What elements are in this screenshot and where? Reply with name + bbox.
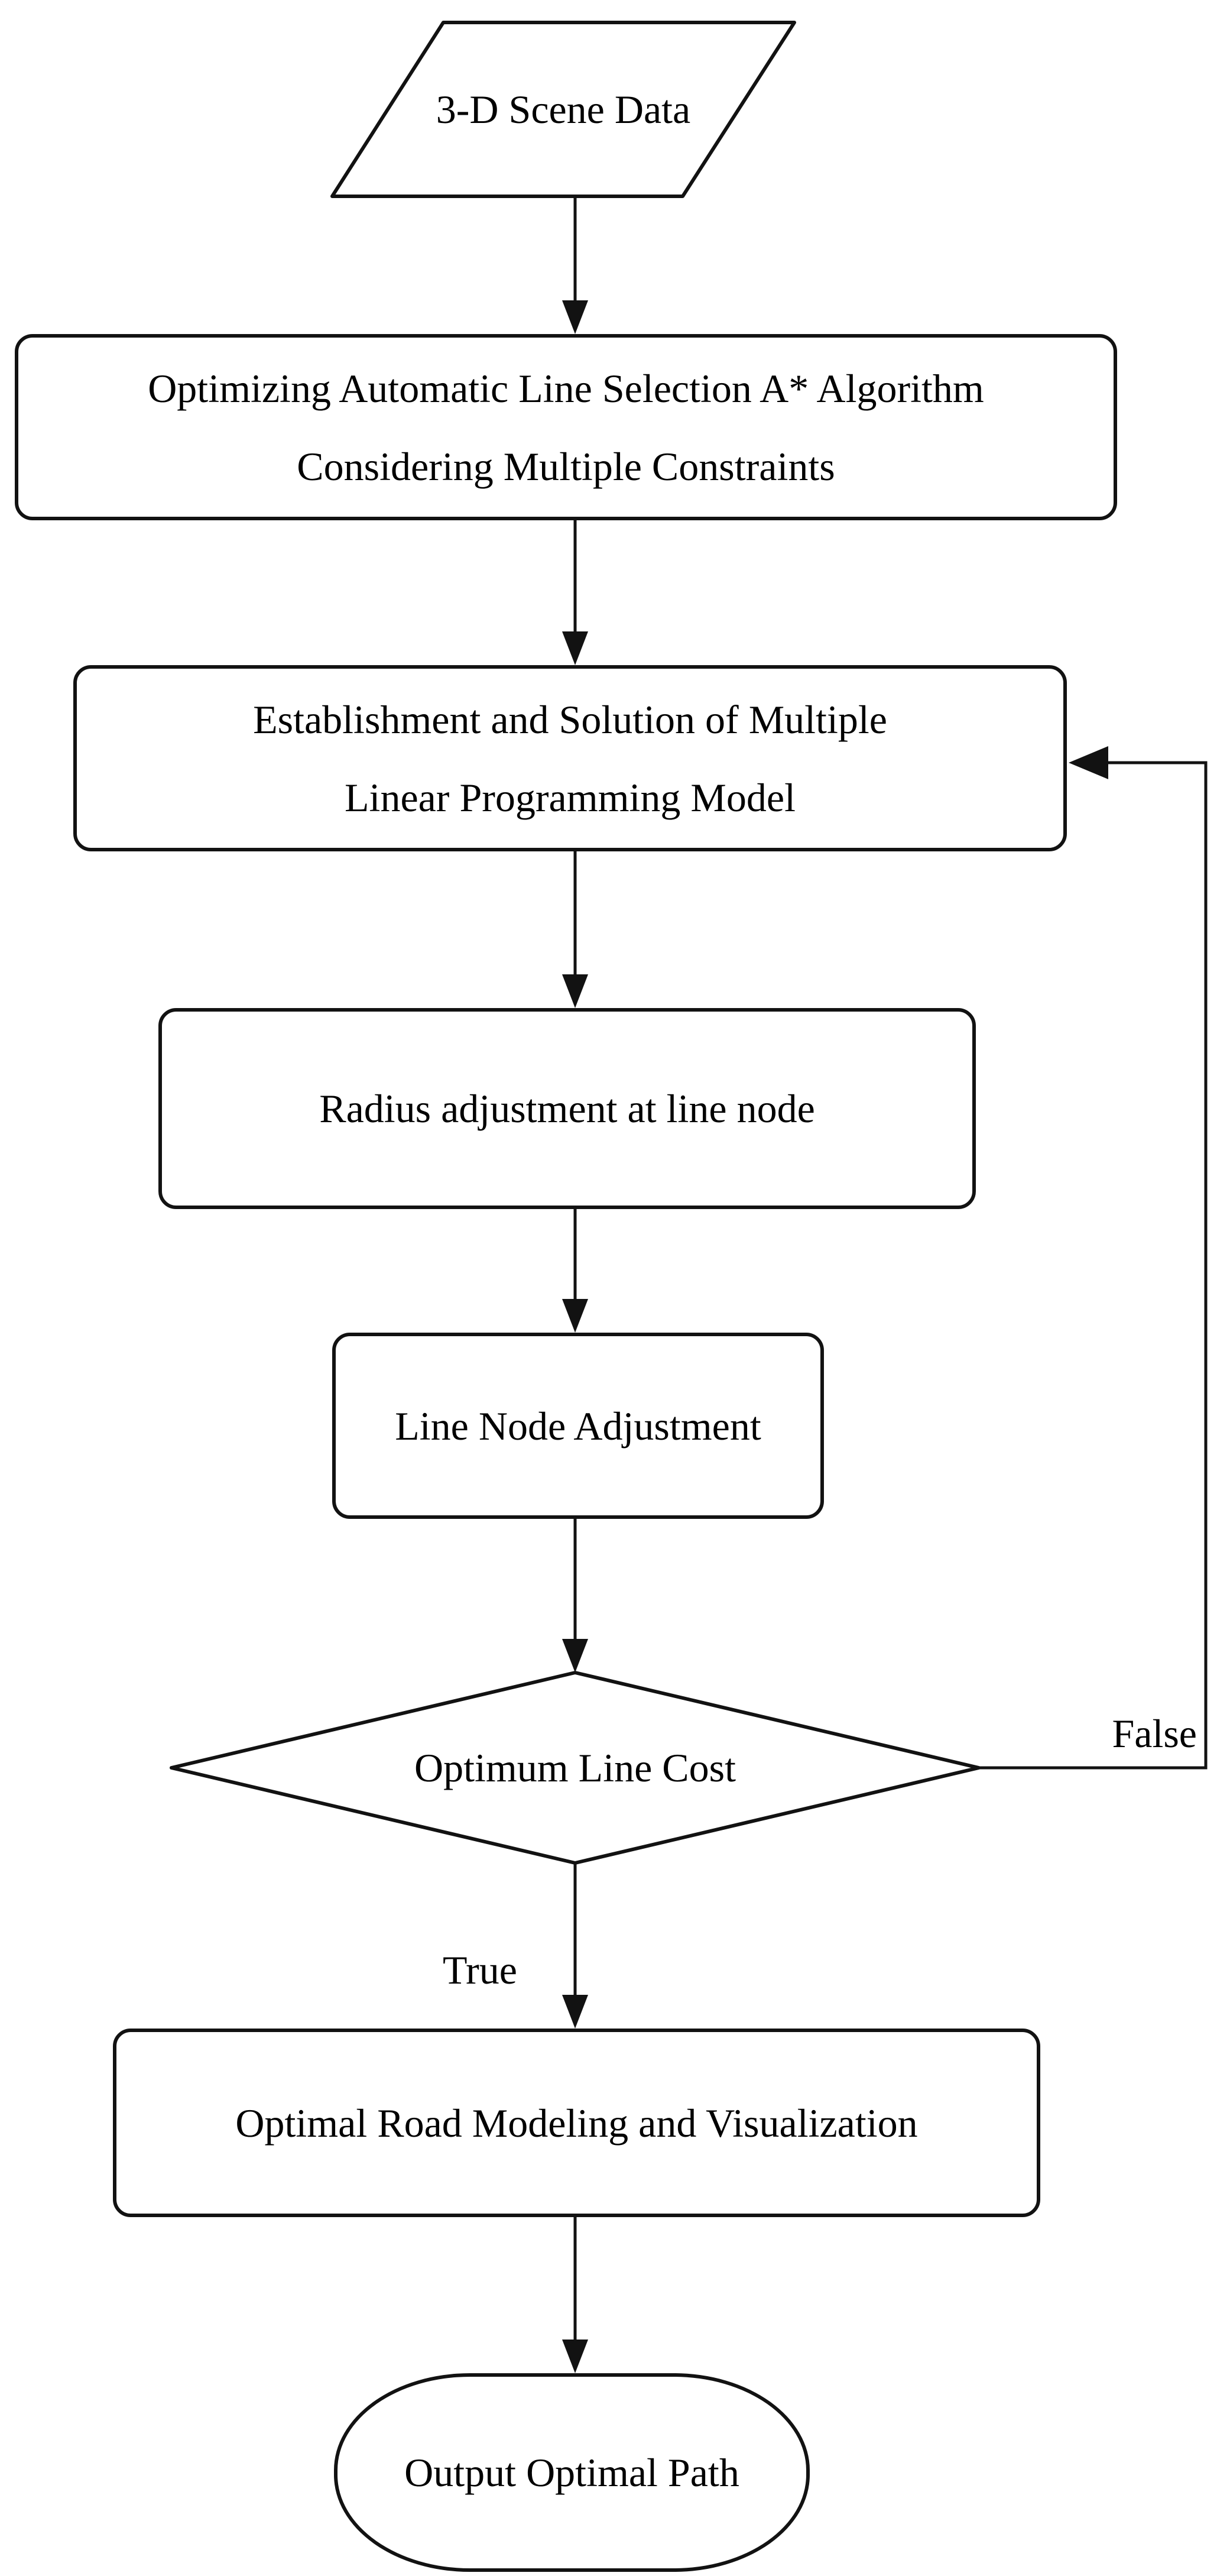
arrow-lp-to-radius	[562, 851, 588, 1008]
arrowhead-down-icon	[562, 974, 588, 1008]
arrowhead-down-icon	[562, 631, 588, 665]
arrowhead-down-icon	[562, 1639, 588, 1673]
arrowhead-down-icon	[562, 1995, 588, 2029]
arrowhead-down-icon	[562, 1299, 588, 1333]
node-label-text: Radius adjustment at line node	[319, 1086, 815, 1131]
node-line-node-adjustment: Line Node Adjustment	[332, 1333, 824, 1519]
arrowhead-down-icon	[562, 300, 588, 334]
edge-label-true: True	[443, 1948, 517, 1992]
arrow-astar-to-lp	[562, 520, 588, 665]
decision-diamond-shape	[170, 1671, 981, 1865]
node-label-text: Output Optimal Path	[404, 2450, 739, 2495]
arrow-nodeadj-to-decision	[562, 1519, 588, 1673]
node-radius-adjustment: Radius adjustment at line node	[158, 1008, 976, 1209]
node-astar-algorithm: Optimizing Automatic Line Selection A* A…	[15, 334, 1117, 520]
node-lp-model: Establishment and Solution of Multiple L…	[73, 665, 1067, 851]
node-label-line: Linear Programming Model	[345, 775, 796, 820]
arrow-input-to-astar	[562, 197, 588, 334]
arrowhead-down-icon	[562, 2340, 588, 2373]
arrowhead-left-icon	[1069, 746, 1108, 779]
io-parallelogram-shape	[330, 21, 796, 198]
node-label-text: Line Node Adjustment	[395, 1403, 761, 1449]
node-label-text: Optimal Road Modeling and Visualization	[235, 2100, 918, 2146]
feedback-false-edge	[979, 746, 1208, 1770]
arrow-modeling-to-output	[562, 2217, 588, 2373]
arrow-decision-true-to-modeling	[562, 1863, 588, 2029]
node-road-modeling: Optimal Road Modeling and Visualization	[113, 2029, 1040, 2217]
node-label-line: Optimizing Automatic Line Selection A* A…	[148, 365, 984, 411]
node-output-path: Output Optimal Path	[334, 2373, 810, 2572]
arrow-radius-to-nodeadj	[562, 1209, 588, 1333]
edge-label-false: False	[1112, 1711, 1197, 1756]
node-label-line: Considering Multiple Constraints	[297, 443, 835, 489]
node-label-line: Establishment and Solution of Multiple	[253, 696, 887, 742]
